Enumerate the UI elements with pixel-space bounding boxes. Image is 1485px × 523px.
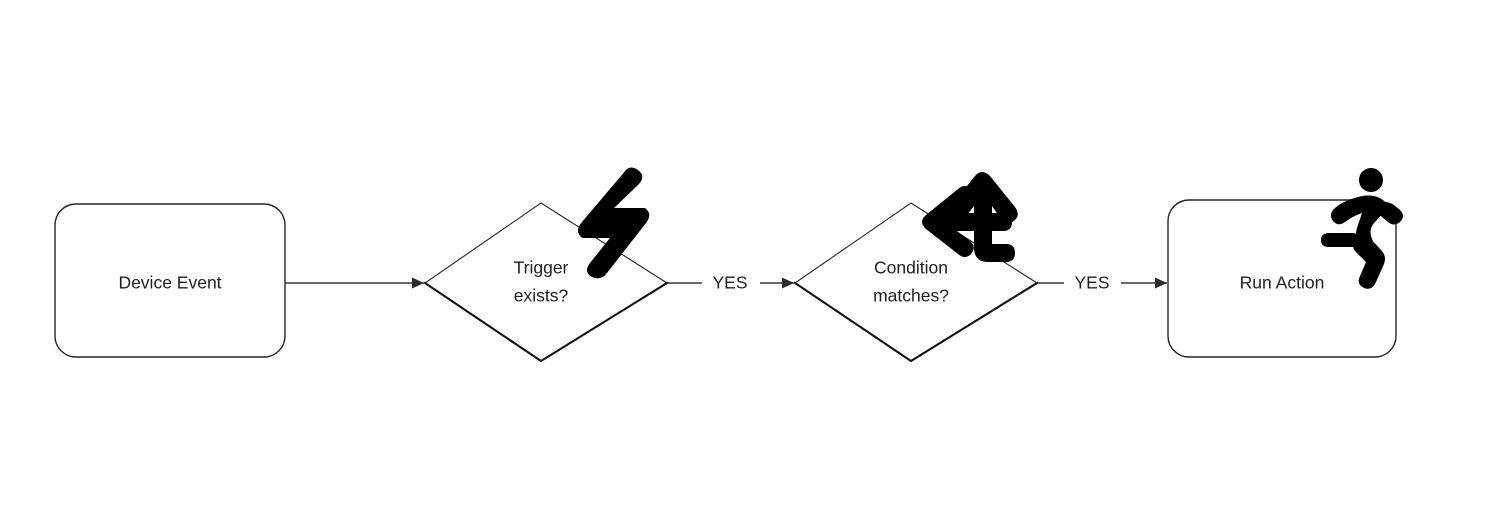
edge-condition-to-action: YES bbox=[1037, 273, 1167, 293]
edge-label-yes-1: YES bbox=[712, 273, 747, 293]
edge-trigger-to-condition: YES bbox=[667, 273, 794, 293]
running-person-icon bbox=[1321, 168, 1403, 289]
edge-event-to-trigger-arrowhead bbox=[412, 277, 424, 289]
node-trigger-exists[interactable]: Trigger exists? bbox=[423, 202, 669, 363]
edge-condition-to-action-arrowhead bbox=[1155, 277, 1167, 289]
device-event-shape[interactable] bbox=[54, 203, 286, 358]
edge-trigger-to-condition-arrowhead bbox=[782, 277, 794, 289]
condition-matches-shape-lower-edges bbox=[793, 281, 1039, 363]
run-action-label: Run Action bbox=[1240, 273, 1325, 293]
edge-event-to-trigger bbox=[285, 277, 424, 289]
device-event-label: Device Event bbox=[118, 273, 221, 293]
lightning-bolt-icon bbox=[578, 167, 650, 279]
directions-fork-arrow-icon bbox=[922, 172, 1018, 262]
trigger-exists-label-line1: Trigger bbox=[514, 258, 569, 278]
node-condition-matches[interactable]: Condition matches? bbox=[793, 202, 1039, 363]
trigger-exists-label-line2: exists? bbox=[514, 286, 569, 306]
condition-matches-label-line2: matches? bbox=[873, 286, 949, 306]
edge-label-yes-2: YES bbox=[1074, 273, 1109, 293]
trigger-exists-shape-lower-edges bbox=[423, 281, 669, 363]
condition-matches-label-line1: Condition bbox=[874, 258, 948, 278]
node-device-event[interactable]: Device Event bbox=[54, 203, 286, 358]
